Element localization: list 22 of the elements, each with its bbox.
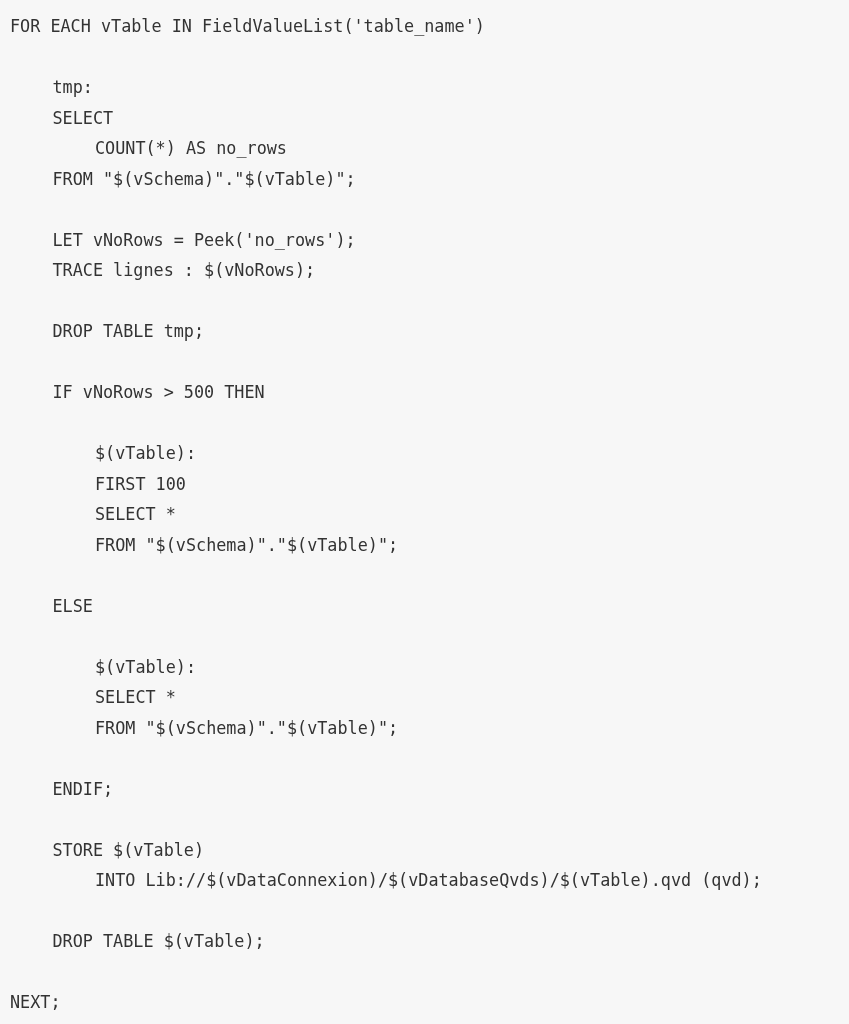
code-line: FIRST 100 <box>95 473 186 494</box>
code-line: NEXT; <box>10 992 61 1012</box>
code-line: FROM "$(vSchema)"."$(vTable)"; <box>95 534 399 555</box>
code-line: ELSE <box>52 595 93 616</box>
code-line: tmp: <box>52 77 93 97</box>
code-line: SELECT * <box>95 687 176 707</box>
code-line: FROM "$(vSchema)"."$(vTable)"; <box>95 717 399 738</box>
code-line: IF vNoRows > 500 THEN <box>52 382 265 402</box>
code-line: INTO Lib://$(vDataConnexion)/$(vDatabaseQvds)/$(vTable).qvd (qvd); <box>95 870 762 890</box>
code-line: $(vTable): <box>95 443 197 463</box>
code-line: FOR EACH vTable IN FieldValueList('table_name') <box>10 16 485 36</box>
code-line: $(vTable): <box>95 656 197 677</box>
code-line: DROP TABLE $(vTable); <box>52 931 265 951</box>
code-line: STORE $(vTable) <box>52 839 205 860</box>
code-line: TRACE lignes : $(vNoRows); <box>52 260 316 280</box>
code-line: COUNT(*) AS no_rows <box>95 138 287 158</box>
code-line: ENDIF; <box>52 778 114 799</box>
code-line: DROP TABLE tmp; <box>52 321 205 341</box>
code-line: FROM "$(vSchema)"."$(vTable)"; <box>52 168 356 189</box>
code-line: SELECT * <box>95 504 176 524</box>
code-line: SELECT <box>52 107 114 128</box>
code-line: LET vNoRows = Peek('no_rows'); <box>52 229 356 250</box>
